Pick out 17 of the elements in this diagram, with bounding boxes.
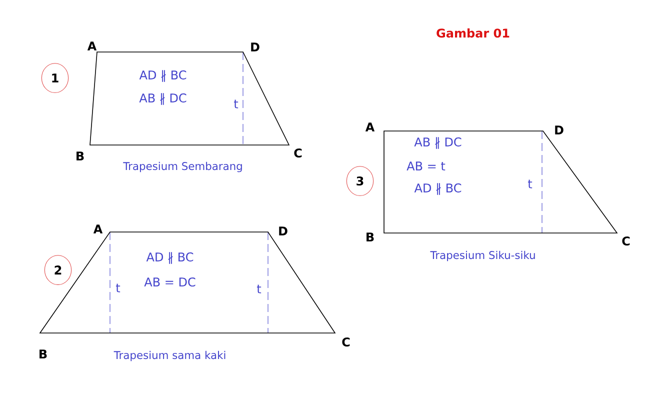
height-label: t [256,284,262,294]
vertex-label: C [342,337,350,347]
height-label: t [234,100,238,108]
title: Gambar 01 [436,28,510,38]
node-label: Trapesium Sembarang [123,162,242,172]
vertex-label: A [365,122,375,132]
vertex-label: B [76,152,84,160]
vertex-label: B [366,232,374,242]
vertex-label: C [622,236,630,246]
height-label: t [528,180,532,188]
node-label: Trapesium Siku-siku [430,250,535,262]
vertex-label: B [40,350,47,358]
vertex-label: C [294,148,302,158]
height-label: t [116,284,120,292]
vertex-label: A [93,224,103,234]
vertex-label: A [87,42,97,50]
node-label: Trapesium sama kaki [114,350,226,362]
